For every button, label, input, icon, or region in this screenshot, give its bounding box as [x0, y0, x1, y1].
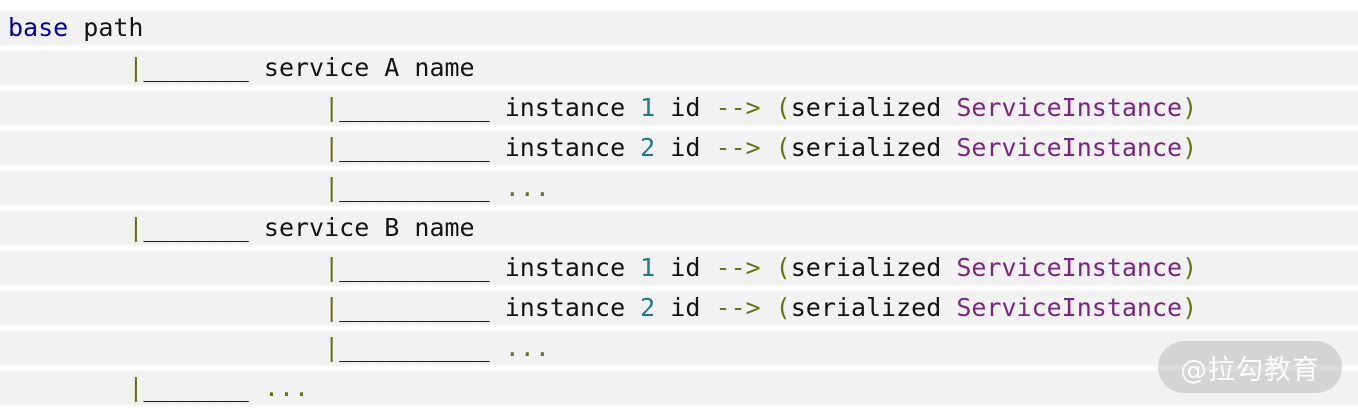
code-segment-symbol: |	[128, 373, 144, 402]
code-segment-text	[8, 253, 324, 282]
code-segment-symbol: |	[128, 53, 144, 82]
code-segment-symbol: ...	[504, 173, 550, 202]
code-segment-text: id	[655, 133, 716, 162]
code-segment-text: _______ service A name	[143, 53, 475, 82]
code-line: |__________ instance 2 id --> (serialize…	[0, 291, 1358, 325]
code-segment-text	[761, 93, 776, 122]
code-segment-text: __________ instance	[339, 293, 641, 322]
code-segment-text: serialized	[790, 133, 957, 162]
code-segment-text	[761, 133, 776, 162]
code-segment-symbol: )	[1182, 293, 1198, 322]
code-segment-text	[8, 53, 128, 82]
code-segment-symbol: |	[324, 293, 340, 322]
code-segment-text: serialized	[790, 293, 957, 322]
watermark-label: @拉勾教育	[1180, 354, 1320, 386]
code-segment-text	[761, 293, 776, 322]
code-segment-text: __________ instance	[339, 93, 641, 122]
code-segment-text: _______	[143, 373, 264, 402]
code-segment-text: __________	[339, 333, 505, 362]
code-segment-class: ServiceInstance	[956, 293, 1183, 322]
code-segment-symbol: (	[775, 93, 791, 122]
code-segment-number: 1	[640, 93, 656, 122]
code-segment-text	[761, 253, 776, 282]
code-segment-text: serialized	[790, 253, 957, 282]
code-segment-text: path	[68, 13, 144, 42]
code-segment-symbol: |	[128, 213, 144, 242]
code-segment-symbol: (	[775, 133, 791, 162]
code-segment-symbol: (	[775, 253, 791, 282]
code-segment-symbol: -->	[715, 93, 761, 122]
code-segment-number: 2	[640, 293, 656, 322]
code-segment-symbol: |	[324, 253, 340, 282]
code-segment-text	[8, 293, 324, 322]
code-line: |__________ instance 1 id --> (serialize…	[0, 91, 1358, 125]
code-line: |__________ instance 2 id --> (serialize…	[0, 131, 1358, 165]
code-segment-text	[8, 173, 324, 202]
code-line: |__________ instance 1 id --> (serialize…	[0, 251, 1358, 285]
code-segment-text: id	[655, 253, 716, 282]
code-segment-symbol: -->	[715, 293, 761, 322]
code-segment-symbol: )	[1182, 253, 1198, 282]
code-segment-number: 2	[640, 133, 656, 162]
code-segment-text: __________ instance	[339, 133, 641, 162]
ascii-tree-code-block: base path |_______ service A name |_____…	[0, 11, 1358, 405]
code-line: |_______ service B name	[0, 211, 1358, 245]
code-segment-text: _______ service B name	[143, 213, 475, 242]
code-segment-text	[8, 93, 324, 122]
code-segment-text: __________ instance	[339, 253, 641, 282]
watermark-badge: @拉勾教育	[1158, 341, 1342, 393]
code-segment-symbol: |	[324, 333, 340, 362]
code-segment-symbol: |	[324, 173, 340, 202]
code-segment-number: 1	[640, 253, 656, 282]
code-line: |_______ ...	[0, 371, 1358, 405]
code-segment-symbol: |	[324, 93, 340, 122]
code-line: base path	[0, 11, 1358, 45]
code-segment-symbol: -->	[715, 133, 761, 162]
code-line: |_______ service A name	[0, 51, 1358, 85]
code-segment-class: ServiceInstance	[956, 93, 1183, 122]
code-segment-text: serialized	[790, 93, 957, 122]
code-segment-symbol: ...	[504, 333, 550, 362]
code-segment-text: id	[655, 93, 716, 122]
code-line: |__________ ...	[0, 331, 1358, 365]
code-segment-symbol: )	[1182, 133, 1198, 162]
code-segment-class: ServiceInstance	[956, 133, 1183, 162]
code-segment-class: ServiceInstance	[956, 253, 1183, 282]
code-segment-text	[8, 133, 324, 162]
code-segment-text	[8, 333, 324, 362]
code-segment-text: __________	[339, 173, 505, 202]
code-line: |__________ ...	[0, 171, 1358, 205]
code-segment-symbol: )	[1182, 93, 1198, 122]
code-segment-symbol: -->	[715, 253, 761, 282]
code-segment-text: id	[655, 293, 716, 322]
code-segment-text	[8, 213, 128, 242]
code-segment-symbol: ...	[263, 373, 310, 402]
code-segment-keyword: base	[8, 13, 69, 42]
code-segment-text	[8, 373, 128, 402]
code-segment-symbol: (	[775, 293, 791, 322]
code-segment-symbol: |	[324, 133, 340, 162]
